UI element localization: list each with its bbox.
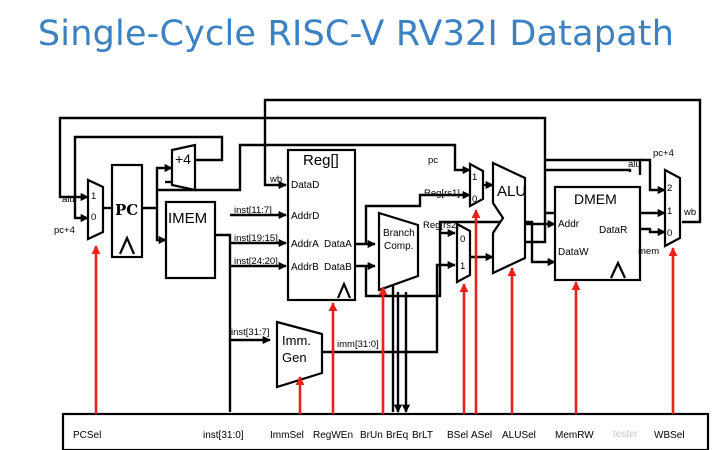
wbmux-in-0: 0 (667, 228, 672, 239)
ctl-wbsel: WBSel (654, 430, 685, 441)
inst-31-7-label: inst[31:7] (231, 327, 270, 338)
branch-comp-label-2: Comp. (384, 241, 413, 252)
bmux-in-0: 0 (460, 234, 465, 245)
pc-mux (86, 178, 105, 241)
rs1-wire (364, 190, 471, 244)
regfile-addra: AddrA (291, 239, 319, 250)
pcmux-in-0: 0 (91, 212, 96, 223)
ctl-asel: ASel (471, 430, 492, 441)
bsel-mux (455, 222, 472, 284)
wb-label: wb (269, 174, 282, 185)
regfile-label: Reg[] (303, 152, 339, 169)
ctl-bsel: BSel (447, 430, 468, 441)
imem-label: IMEM (168, 210, 207, 227)
rs2-wire (364, 228, 456, 298)
immgen-block (275, 320, 324, 389)
imm-wire (322, 260, 456, 354)
immgen-label-1: Imm. (282, 333, 311, 348)
regfile-datad: DataD (291, 180, 319, 191)
diagram-title: Single-Cycle RISC-V RV32I Datapath (37, 14, 675, 54)
dmem-dataw: DataW (558, 247, 589, 258)
immgen-label-2: Gen (282, 350, 307, 365)
imm-label: imm[31:0] (337, 339, 379, 350)
alu-wb-wire (545, 158, 642, 175)
dmem-datar: DataR (599, 225, 627, 236)
mem-wb-wire (640, 227, 666, 237)
pc4-pcmux-label: pc+4 (54, 225, 75, 236)
branch-comp-label-1: Branch (383, 228, 415, 239)
rs2-label: Reg[rs2] (423, 220, 459, 231)
dmem-block (553, 185, 642, 282)
regfile-datab: DataB (324, 262, 352, 273)
pc4-loop-wire (73, 135, 224, 223)
ctl-immsel: ImmSel (270, 430, 304, 441)
alu-pcmux-label: alu (62, 194, 75, 205)
wb-out-label: wb (683, 207, 696, 218)
plus4-label: +4 (175, 151, 191, 167)
imem-block (164, 200, 217, 280)
alu-label: ALU (497, 183, 526, 200)
amux-in-1: 1 (472, 172, 477, 183)
alu-wb-label: alu (628, 159, 641, 170)
pc-amux-label: pc (428, 155, 438, 166)
branch-comparator (377, 211, 420, 292)
pc4-wb-wire (640, 158, 666, 195)
ctl-brlt: BrLT (412, 430, 433, 441)
ctl-inst: inst[31:0] (203, 430, 244, 441)
rs1-label: Reg[rs1] (424, 188, 460, 199)
pc-register (110, 163, 144, 259)
plus4-adder (170, 143, 197, 192)
ctl-alusel: ALUSel (502, 430, 536, 441)
inst-24-20-label: inst[24:20] (234, 256, 278, 267)
control-logic-block (61, 412, 710, 450)
pc-upper-wire (157, 143, 471, 192)
pc4-wb-label: pc+4 (653, 148, 674, 159)
ctl-regwen: RegWEn (313, 430, 353, 441)
datapath-wires (58, 98, 702, 413)
regfile-dataa: DataA (324, 239, 352, 250)
pc-register-label: PC (115, 201, 138, 219)
bmux-in-1: 1 (460, 261, 465, 272)
control-lines (91, 209, 678, 414)
inst-19-15-label: inst[19:15] (234, 233, 278, 244)
inst-bus-wire (215, 233, 232, 412)
pcmux-in-1: 1 (91, 191, 96, 202)
watermark: tester (613, 429, 639, 440)
ctl-memrw: MemRW (555, 430, 594, 441)
wbmux-in-1: 1 (667, 206, 672, 217)
wbmux-in-2: 2 (667, 183, 672, 194)
pc-to-plus4-wire (155, 163, 173, 208)
alu-loop-wire (58, 116, 547, 244)
regfile-addrd: AddrD (291, 211, 319, 222)
alu-block (491, 161, 527, 275)
ctl-pcsel: PCSel (73, 430, 101, 441)
alu-to-wbmux-wire (545, 168, 632, 172)
ctl-breq: BrEq (386, 430, 408, 441)
mem-wb-label: mem (638, 246, 659, 257)
ctl-brun: BrUn (360, 430, 383, 441)
pc-out-wire (142, 206, 167, 245)
dmem-label: DMEM (574, 191, 617, 207)
dmem-addr: Addr (558, 219, 580, 230)
register-file (286, 148, 357, 302)
inst-11-7-label: inst[11:7] (234, 205, 272, 216)
wb-loop-wire (263, 98, 702, 224)
amux-in-0: 0 (472, 194, 477, 205)
asel-mux (468, 162, 485, 208)
regfile-addrb: AddrB (291, 262, 319, 273)
wbsel-mux (663, 168, 682, 248)
rs2-dataw-wire (438, 220, 556, 267)
